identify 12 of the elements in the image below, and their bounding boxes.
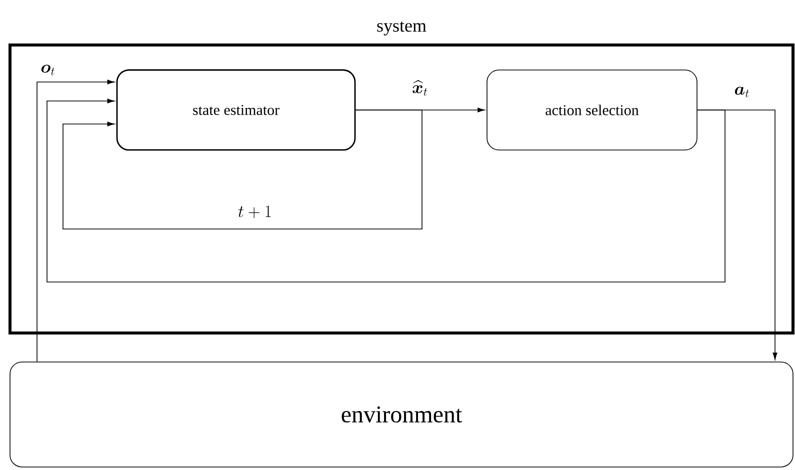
edge-label: $\boldsymbol{o}_t$ — [40, 64, 56, 76]
environment-box: environment — [10, 362, 794, 468]
arrow — [62, 110, 422, 230]
edge-label: $\widehat{\boldsymbol{x}}_t$ — [410, 79, 430, 97]
node-label: system — [377, 21, 426, 36]
arrow — [46, 98, 726, 282]
arrow — [697, 110, 778, 360]
process-box: action selection — [486, 70, 698, 150]
process-box: state estimator — [116, 69, 356, 151]
edge-label: $t+1$ — [236, 204, 274, 220]
edge-label: $\boldsymbol{a}_t$ — [733, 86, 751, 98]
arrow — [36, 80, 115, 362]
